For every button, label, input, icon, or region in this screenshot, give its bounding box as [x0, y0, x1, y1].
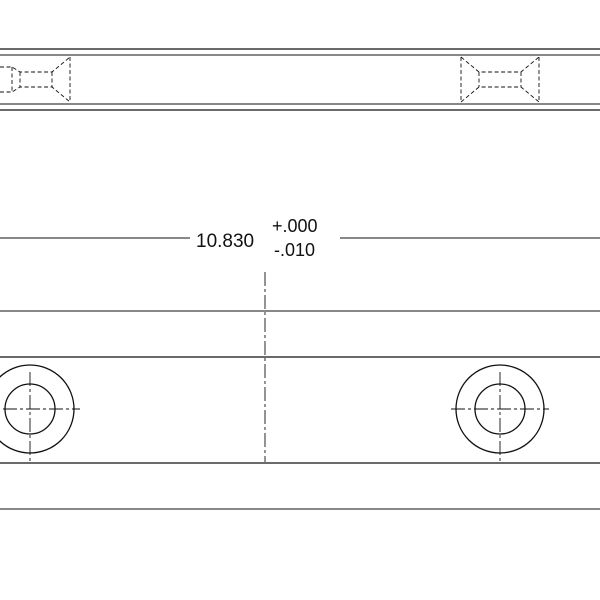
top-view-hidden-counterbore-right [460, 56, 540, 103]
top-view [0, 48, 600, 111]
dimension-tolerance-plus: +.000 [272, 216, 318, 236]
top-view-hidden-counterbore-left [0, 56, 71, 103]
dimension-nominal: 10.830 [196, 231, 254, 252]
front-view [0, 272, 600, 510]
right-counterbored-hole [451, 364, 549, 462]
left-counterbored-hole [0, 364, 80, 462]
length-dimension: 10.830 +.000 -.010 [0, 216, 600, 260]
dimension-tolerance-minus: -.010 [274, 240, 315, 260]
